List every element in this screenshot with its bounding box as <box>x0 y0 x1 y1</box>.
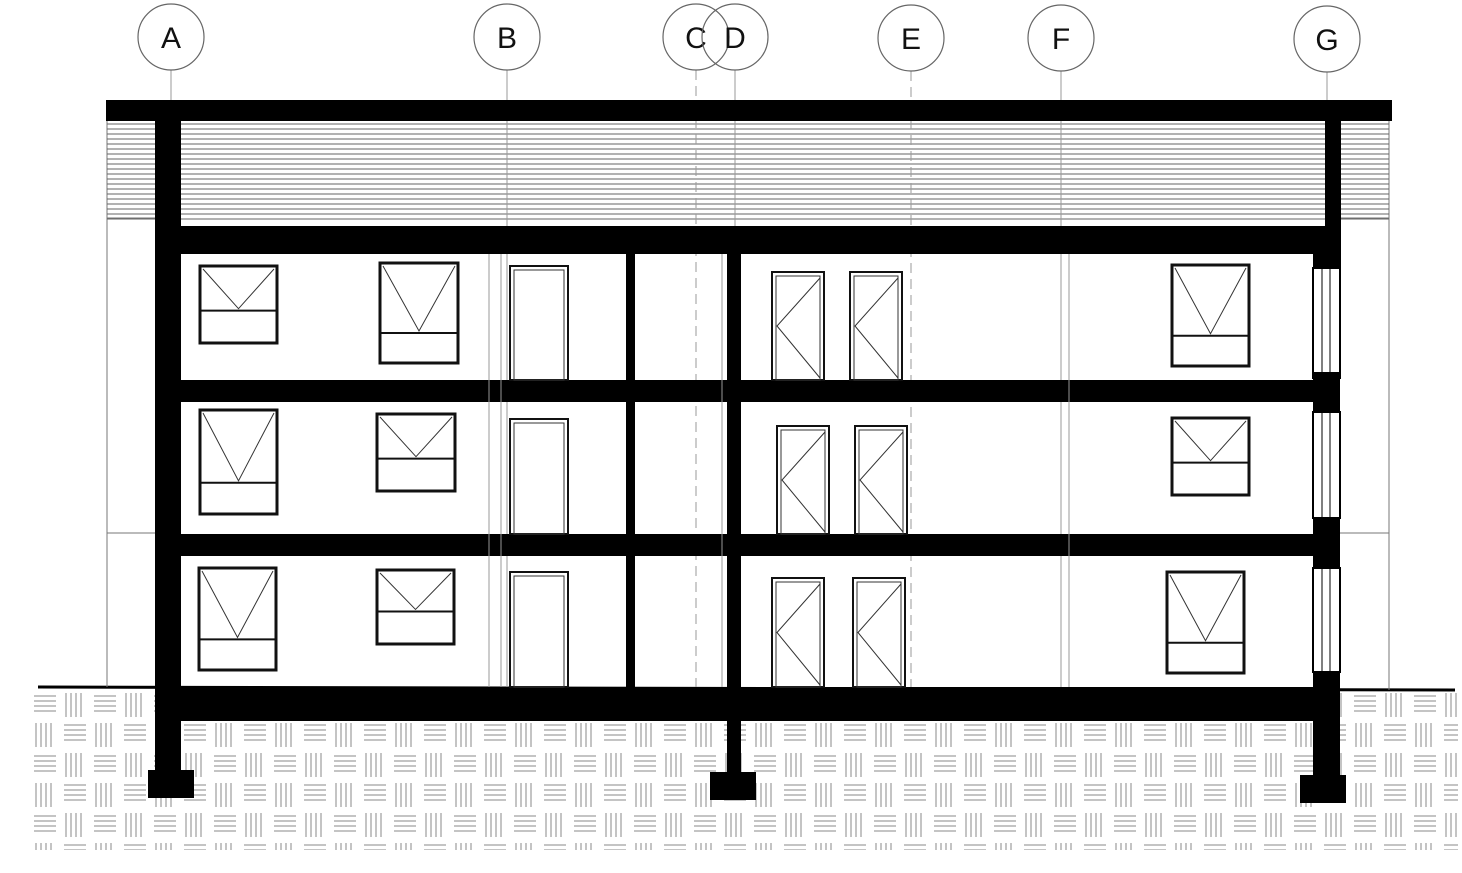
window-3-1 <box>198 264 279 345</box>
grid-label-c: C <box>685 22 707 55</box>
grid-bubble-d <box>701 3 769 71</box>
ground-floor-slab <box>163 687 1340 721</box>
door-3-1 <box>509 265 569 381</box>
door-3-3 <box>849 271 903 381</box>
column-g <box>1325 118 1341 268</box>
floor-slab-3 <box>163 380 1340 402</box>
grid-label-b: B <box>497 22 517 55</box>
partition-lines <box>488 254 1070 687</box>
grid-label-a: A <box>161 22 181 55</box>
grid-bubble-e <box>877 4 945 72</box>
right-wall-glazing <box>1312 254 1341 782</box>
window-2-3 <box>1170 416 1251 497</box>
window-3-2 <box>378 261 460 365</box>
door-1-1 <box>509 571 569 688</box>
door-2-2 <box>776 425 830 535</box>
grid-bubble-a <box>137 3 205 71</box>
door-2-1 <box>509 418 569 535</box>
grid-label-d: D <box>724 22 746 55</box>
door-3-2 <box>771 271 825 381</box>
door-1-3 <box>852 577 906 688</box>
roof-ceiling-slab <box>163 226 1340 254</box>
grid-bubble-g <box>1293 5 1361 73</box>
floor-slab-2 <box>163 534 1340 556</box>
openings <box>197 254 1251 688</box>
footing-a <box>148 770 194 798</box>
window-2-2 <box>375 412 457 493</box>
roof-slab <box>106 100 1392 121</box>
column-a <box>155 118 181 778</box>
window-1-3 <box>1165 570 1246 675</box>
roof-cladding <box>107 123 1389 220</box>
column-d <box>727 254 741 784</box>
window-1-1 <box>197 566 278 672</box>
grid-bubble-b <box>473 3 541 71</box>
door-1-2 <box>771 577 825 688</box>
grid-label-g: G <box>1315 24 1338 57</box>
window-3-3 <box>1170 263 1251 368</box>
grid-label-f: F <box>1052 23 1070 56</box>
footing-d <box>710 772 756 800</box>
grid-bubble-f <box>1027 4 1095 72</box>
column-inner-left <box>626 254 635 687</box>
footing-g <box>1300 775 1346 803</box>
window-2-1 <box>198 408 279 516</box>
grid-bubble-c <box>662 3 730 71</box>
door-2-3 <box>854 425 908 535</box>
grid-label-e: E <box>901 23 921 56</box>
window-1-2 <box>375 568 456 646</box>
